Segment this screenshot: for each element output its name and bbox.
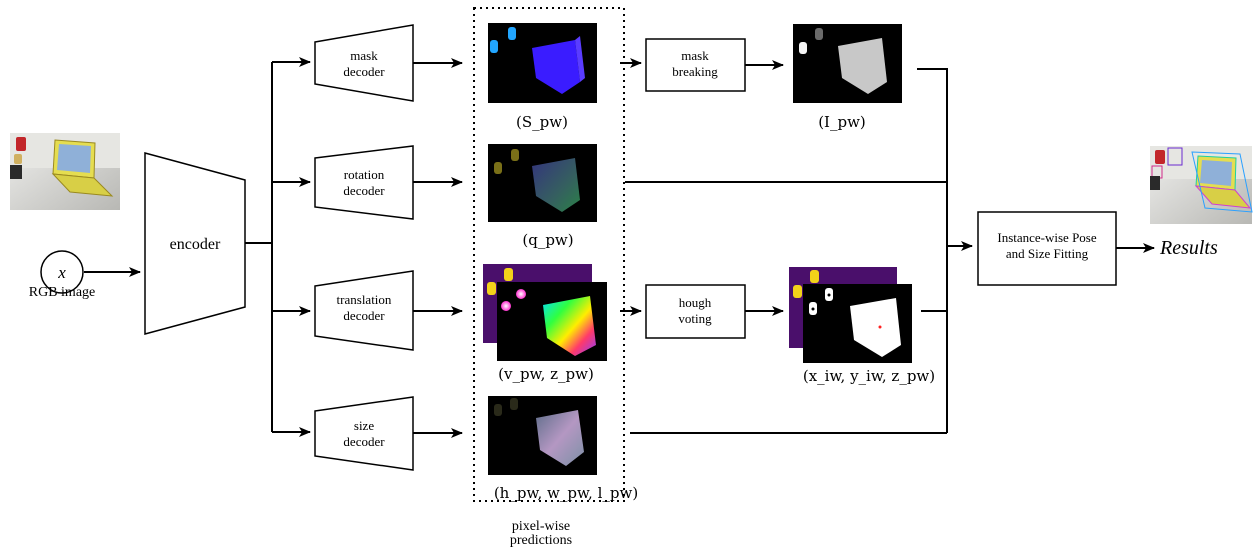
- input-symbol: x: [57, 263, 66, 282]
- decoder-output-arrows: [413, 58, 463, 438]
- instance-mask-label: (I_pw): [818, 113, 866, 131]
- mask-breaking-line2: breaking: [672, 64, 718, 79]
- mask-decoder: mask decoder: [314, 24, 414, 102]
- rotation-decoder-line1: rotation: [344, 167, 385, 182]
- size-decoder: size decoder: [314, 396, 414, 471]
- mask-prediction-image: [488, 23, 597, 103]
- encoder-fanout: [245, 57, 311, 437]
- predictions-caption-line2: predictions: [510, 533, 572, 548]
- translation-prediction-label: (v_pw, z_pw): [498, 365, 594, 383]
- rotation-decoder: rotation decoder: [314, 145, 414, 220]
- predictions-caption-line1: pixel-wise: [512, 519, 570, 534]
- instance-mask-image: [793, 24, 902, 103]
- hough-voting-line1: hough: [679, 295, 712, 310]
- mask-prediction-label: (S_pw): [516, 113, 568, 131]
- size-decoder-line1: size: [354, 418, 374, 433]
- encoder-label: encoder: [170, 236, 221, 253]
- translation-decoder: translation decoder: [314, 270, 414, 351]
- hough-output-image: [789, 267, 912, 363]
- mask-breaking-line1: mask: [681, 48, 709, 63]
- translation-decoder-line1: translation: [337, 292, 392, 307]
- input-label: RGB image: [29, 285, 96, 300]
- translation-decoder-line2: decoder: [343, 308, 385, 323]
- fitting-line2: and Size Fitting: [1006, 246, 1089, 261]
- encoder-block: [144, 152, 246, 335]
- input-node: [40, 250, 84, 294]
- size-decoder-line2: decoder: [343, 434, 385, 449]
- rotation-decoder-line2: decoder: [343, 183, 385, 198]
- hough-voting-block: [645, 284, 746, 339]
- fitting-line1: Instance-wise Pose: [997, 230, 1097, 245]
- size-prediction-image: [488, 396, 597, 475]
- hough-voting-line2: voting: [678, 311, 712, 326]
- translation-prediction-image: [483, 264, 607, 361]
- results-label: Results: [1159, 237, 1218, 259]
- pixelwise-predictions-group: [473, 7, 625, 502]
- rotation-prediction-label: (q_pw): [522, 231, 573, 249]
- hough-output-label: (x_iw, y_iw, z_pw): [803, 367, 935, 385]
- rotation-prediction-image: [488, 144, 597, 222]
- mask-decoder-line2: decoder: [343, 64, 385, 79]
- merge-lines: [625, 68, 973, 434]
- rgb-image: [10, 133, 120, 210]
- results-image: [1150, 146, 1253, 224]
- size-prediction-label: (h_pw, w_pw, l_pw): [494, 484, 638, 502]
- mask-decoder-line1: mask: [350, 48, 378, 63]
